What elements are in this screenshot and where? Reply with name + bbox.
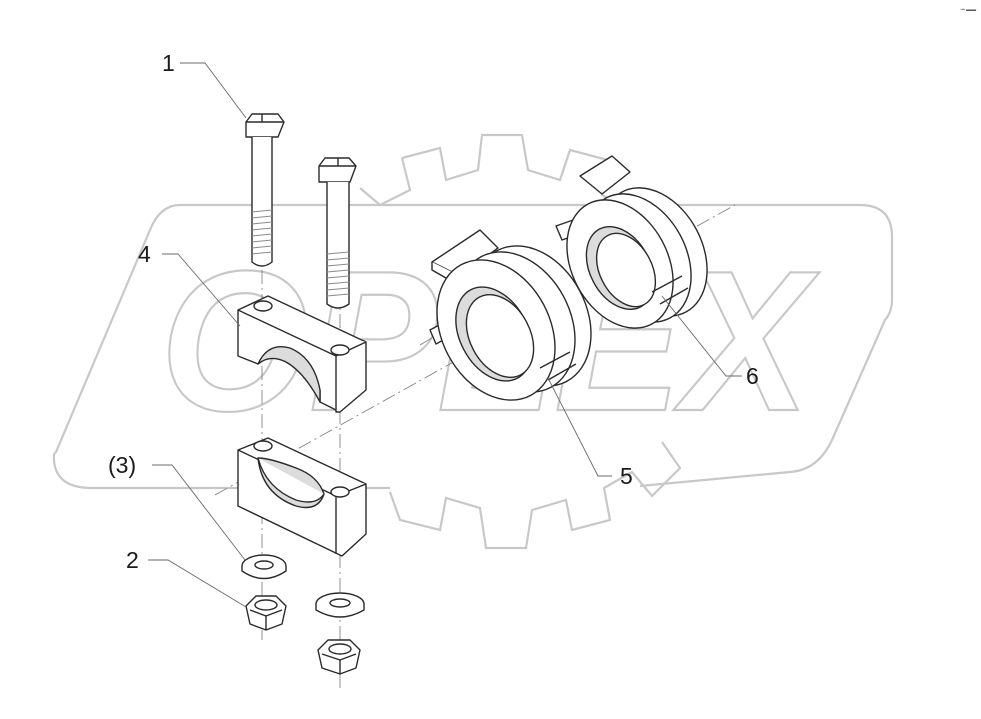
- watermark-frame: [52, 203, 894, 490]
- leader-6: [661, 295, 742, 377]
- bolt-1b: [318, 157, 357, 309]
- bolt-1: [245, 113, 285, 267]
- callout-labels: 1 4 (3) 2 5 6: [108, 50, 759, 573]
- callout-1: 1: [162, 50, 175, 76]
- leader-2: [148, 559, 247, 608]
- leader-3: [152, 464, 246, 561]
- callout-4: 4: [138, 241, 151, 267]
- callout-2: 2: [126, 547, 139, 573]
- callout-3: (3): [108, 452, 136, 478]
- bushing-6: [555, 155, 708, 329]
- clamp-half-upper: [237, 295, 367, 413]
- clamp-half-lower: [237, 437, 367, 557]
- washer-left: [241, 554, 287, 580]
- washer-right: [315, 592, 365, 618]
- bushing-5: [429, 229, 592, 401]
- nut-right: [317, 639, 361, 675]
- leader-5: [547, 377, 612, 477]
- callout-6: 6: [746, 363, 759, 389]
- corner-mark: ◦━ ▬▬: [960, 7, 976, 13]
- callout-5: 5: [620, 463, 633, 489]
- leader-lines: [148, 62, 742, 608]
- leader-1: [180, 62, 247, 119]
- nut-left: [245, 595, 287, 631]
- leader-4: [162, 253, 241, 327]
